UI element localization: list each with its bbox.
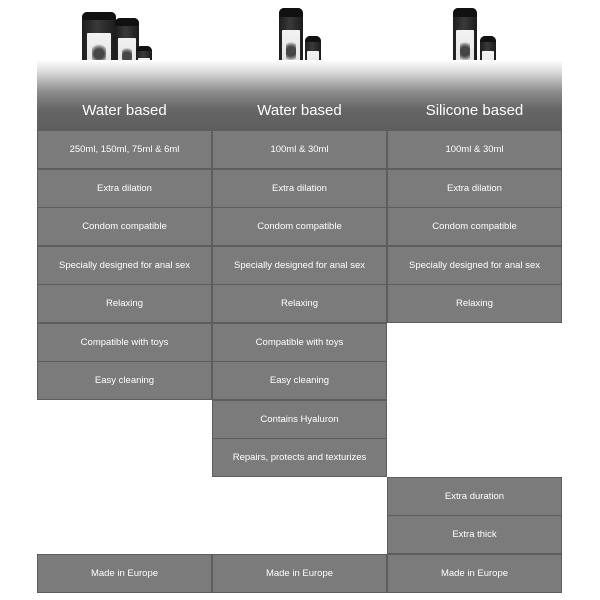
- cell-toys: Compatible with toys: [37, 323, 212, 362]
- cell-easy-cleaning: Easy cleaning: [212, 361, 387, 400]
- cell-extra-duration: Extra duration: [387, 477, 562, 516]
- cell-made-in-europe: Made in Europe: [387, 554, 562, 593]
- cell-anal-sex: Specially designed for anal sex: [37, 246, 212, 285]
- cell-extra-dilation: Extra dilation: [387, 169, 562, 208]
- cell-condom-compatible: Condom compatible: [387, 207, 562, 246]
- cell-anal-sex: Specially designed for anal sex: [212, 246, 387, 285]
- cell-sizes: 250ml, 150ml, 75ml & 6ml: [37, 130, 212, 169]
- cell-relaxing: Relaxing: [37, 284, 212, 323]
- cell-relaxing: Relaxing: [212, 284, 387, 323]
- cell-toys: Compatible with toys: [212, 323, 387, 362]
- cell-made-in-europe: Made in Europe: [37, 554, 212, 593]
- cell-condom-compatible: Condom compatible: [37, 207, 212, 246]
- cell-repairs: Repairs, protects and texturizes: [212, 438, 387, 477]
- cell-sizes: 100ml & 30ml: [387, 130, 562, 169]
- cell-relaxing: Relaxing: [387, 284, 562, 323]
- cell-made-in-europe: Made in Europe: [212, 554, 387, 593]
- cell-sizes: 100ml & 30ml: [212, 130, 387, 169]
- header-band: [37, 60, 562, 130]
- cell-condom-compatible: Condom compatible: [212, 207, 387, 246]
- cell-extra-dilation: Extra dilation: [212, 169, 387, 208]
- cell-anal-sex: Specially designed for anal sex: [387, 246, 562, 285]
- column-title-water-based-2: Water based: [257, 102, 342, 119]
- cell-extra-thick: Extra thick: [387, 515, 562, 554]
- cell-easy-cleaning: Easy cleaning: [37, 361, 212, 400]
- column-title-silicone-based: Silicone based: [425, 102, 524, 119]
- cell-extra-dilation: Extra dilation: [37, 169, 212, 208]
- cell-hyaluron: Contains Hyaluron: [212, 400, 387, 439]
- column-title-water-based-1: Water based: [82, 102, 167, 119]
